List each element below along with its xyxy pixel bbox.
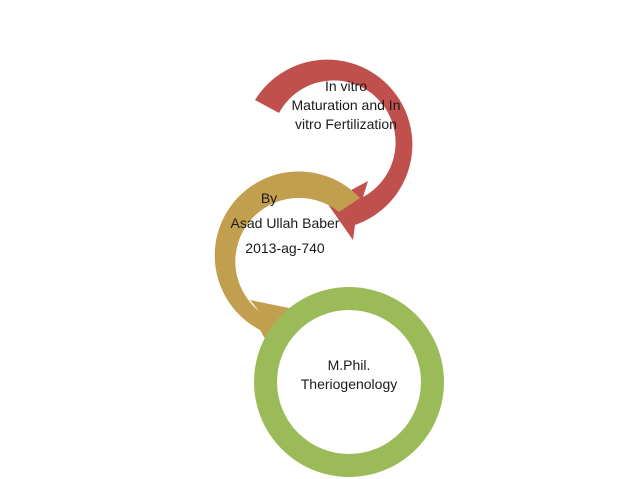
step-1-label: In vitro Maturation and In vitro Fertili… [278,77,414,134]
step-2-circular-arrow [214,171,360,351]
step-2-line: By [260,190,278,206]
step-2-label: By Asad Ullah Baber 2013-ag-740 [222,186,348,261]
step-3-label: M.Phil. Theriogenology [287,356,411,394]
step-1-line: In vitro [324,78,367,94]
step-3-line: Theriogenology [300,376,398,392]
step-2-line: Asad Ullah Baber [230,215,340,231]
step-2-line: 2013-ag-740 [245,240,325,256]
step-1-circular-arrow [255,59,413,240]
step-1-line: Maturation and In [291,97,401,113]
step-3-line: M.Phil. [327,357,371,373]
step-1-line: vitro Fertilization [295,116,397,132]
